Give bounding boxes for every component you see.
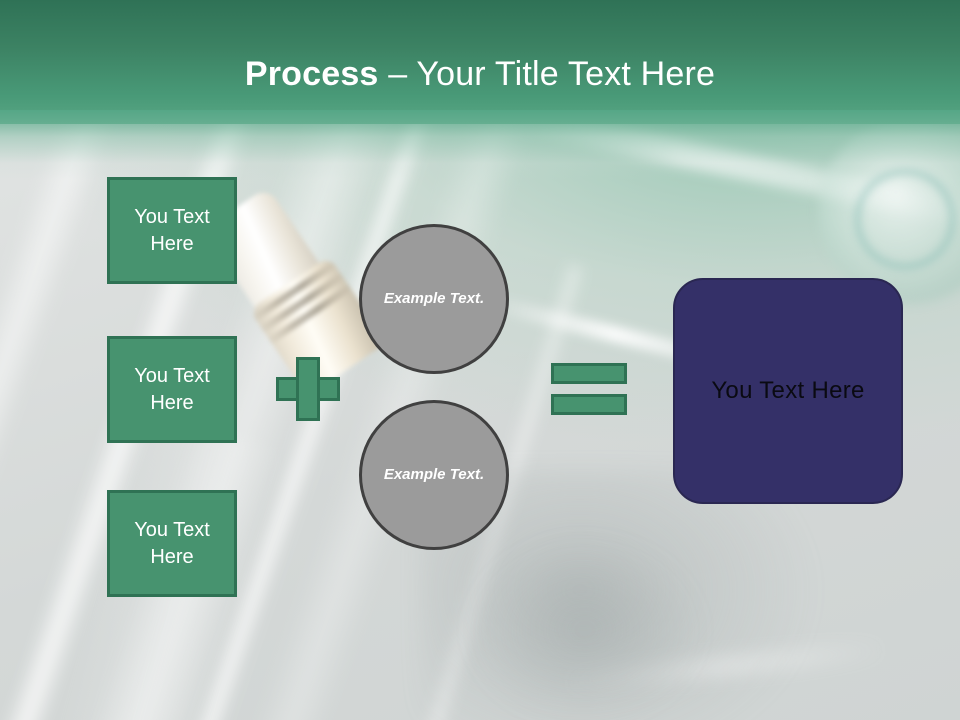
page-title-strong: Process <box>244 55 379 93</box>
bottle-ring <box>258 271 346 334</box>
highlight-band <box>559 637 891 695</box>
background-orb-ring <box>854 168 956 270</box>
background-shadow <box>470 540 700 720</box>
example-circle-1[interactable]: Example Text. <box>359 224 509 374</box>
equals-top-bar <box>551 363 627 384</box>
example-circle-2[interactable]: Example Text. <box>359 400 509 550</box>
step-box-3[interactable]: You Text Here <box>107 490 237 597</box>
example-circle-2-label: Example Text. <box>383 466 485 483</box>
equals-icon <box>551 363 627 415</box>
result-box-label: You Text Here <box>711 377 865 404</box>
plus-center-fill <box>299 380 317 398</box>
bottle-ring <box>266 283 354 346</box>
step-box-2[interactable]: You Text Here <box>107 336 237 443</box>
step-box-1-label: You Text Here <box>134 205 210 255</box>
step-box-1[interactable]: You Text Here <box>107 177 237 284</box>
header-band <box>0 0 960 124</box>
page-title: Process – Your Title Text Here <box>0 52 960 96</box>
example-circle-1-label: Example Text. <box>383 290 485 307</box>
step-box-2-label: You Text Here <box>134 364 210 414</box>
equals-bottom-bar <box>551 394 627 415</box>
bottle-ring <box>251 260 338 322</box>
plus-icon <box>276 357 340 421</box>
step-box-3-label: You Text Here <box>134 518 210 568</box>
page-title-rest: – Your Title Text Here <box>378 55 716 93</box>
result-box[interactable]: You Text Here <box>673 278 903 504</box>
header-fade <box>0 110 960 180</box>
